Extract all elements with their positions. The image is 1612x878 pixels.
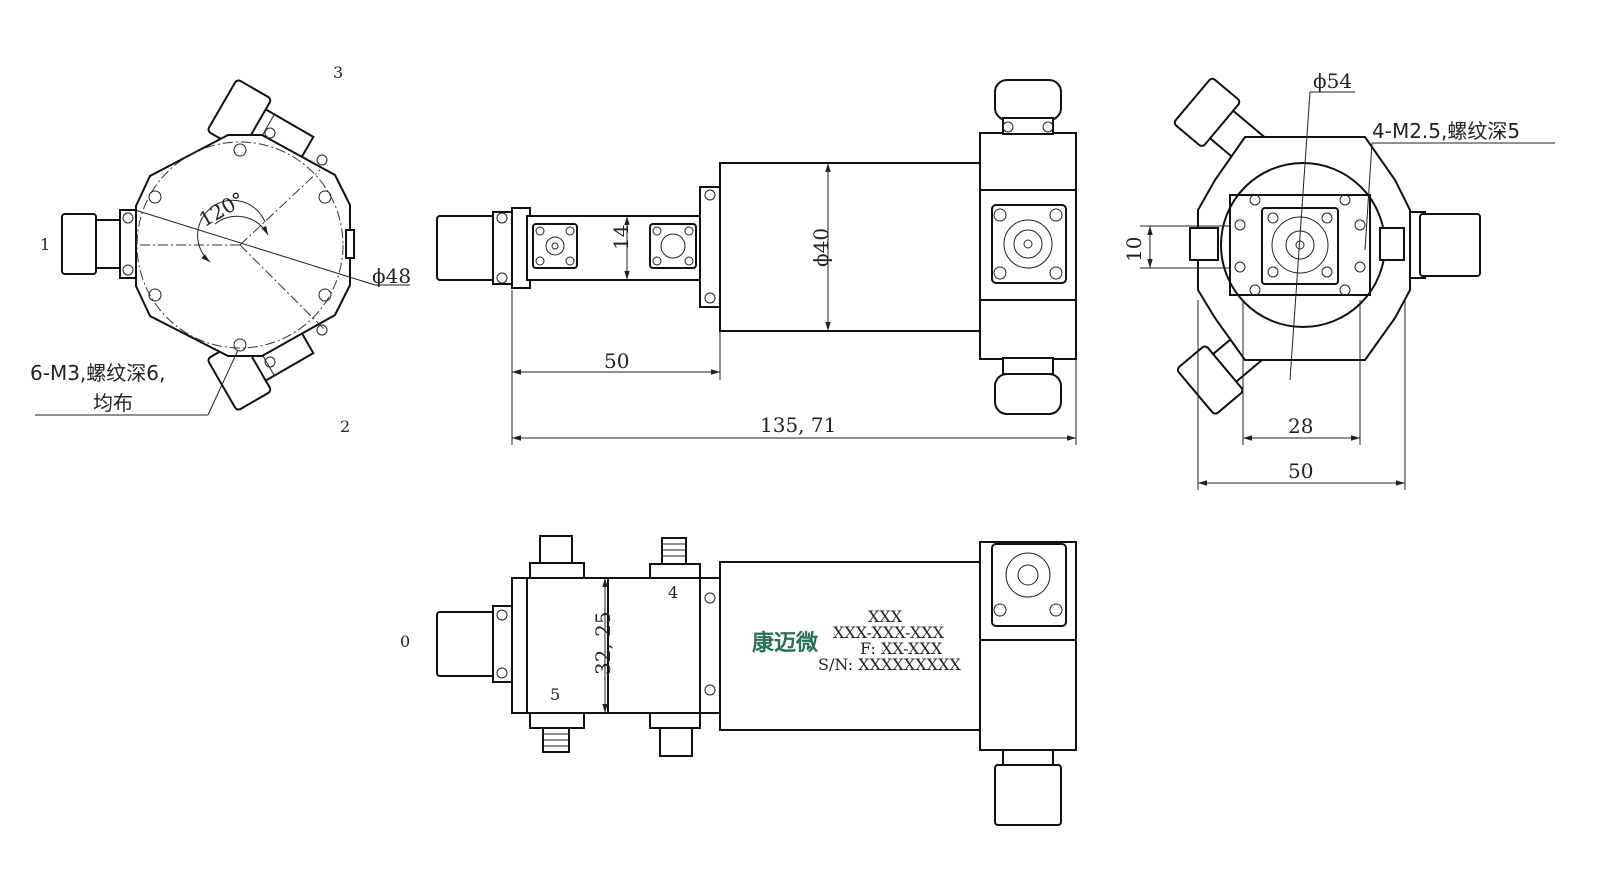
sma-port-left: [532, 223, 578, 269]
front-view: 120° ϕ48 6-M3,螺纹深6, 均布 1 3 2: [30, 63, 411, 436]
holes-m25-label: 4-M2.5,螺纹深5: [1372, 119, 1520, 143]
label-line-3: F: XX-XXX: [860, 639, 943, 658]
port-0-label: 0: [400, 632, 410, 651]
port-5-label: 5: [550, 685, 560, 704]
dim-50-side: 50: [604, 349, 629, 373]
dim-28: 28: [1288, 414, 1313, 438]
sma-port-right: [649, 223, 697, 269]
dim-135: 135, 71: [760, 413, 836, 437]
holes-m3-label: 6-M3,螺纹深6,: [30, 361, 165, 385]
dim-50-end: 50: [1288, 459, 1313, 483]
dia48-label: ϕ48: [372, 264, 411, 288]
dim-10: 10: [1122, 237, 1146, 262]
label-line-2: XXX-XXX-XXX: [833, 623, 945, 642]
mounting-holes-m3: [148, 127, 332, 368]
side-view: 14 ϕ40 50 135, 71: [436, 79, 1077, 445]
end-view: ϕ54 4-M2.5,螺纹深5 10 28 50: [1122, 69, 1555, 490]
port-2-label: 2: [340, 417, 350, 436]
top-view: 32, 25 康迈微 XXX XXX-XXX-XXX F: XX-XXX S/N…: [400, 535, 1077, 826]
dim-dia40: ϕ40: [809, 228, 833, 267]
dim-32-25: 32, 25: [591, 611, 615, 675]
n-connector-face: [991, 204, 1067, 284]
label-line-4: S/N: XXXXXXXXX: [818, 655, 961, 674]
holes-m3-label-2: 均布: [93, 391, 133, 415]
label-line-1: XXX: [868, 607, 903, 626]
label-plate: 康迈微 XXX XXX-XXX-XXX F: XX-XXX S/N: XXXXX…: [752, 607, 961, 674]
brand-logo: 康迈微: [752, 630, 818, 656]
connector-port-1: [61, 209, 137, 279]
port-3-label: 3: [333, 63, 343, 82]
dim-14: 14: [609, 225, 633, 250]
port-4-label: 4: [668, 583, 678, 602]
housing-outline: [135, 134, 351, 357]
dim-dia54: ϕ54: [1313, 69, 1352, 93]
port-1-label: 1: [40, 235, 50, 254]
